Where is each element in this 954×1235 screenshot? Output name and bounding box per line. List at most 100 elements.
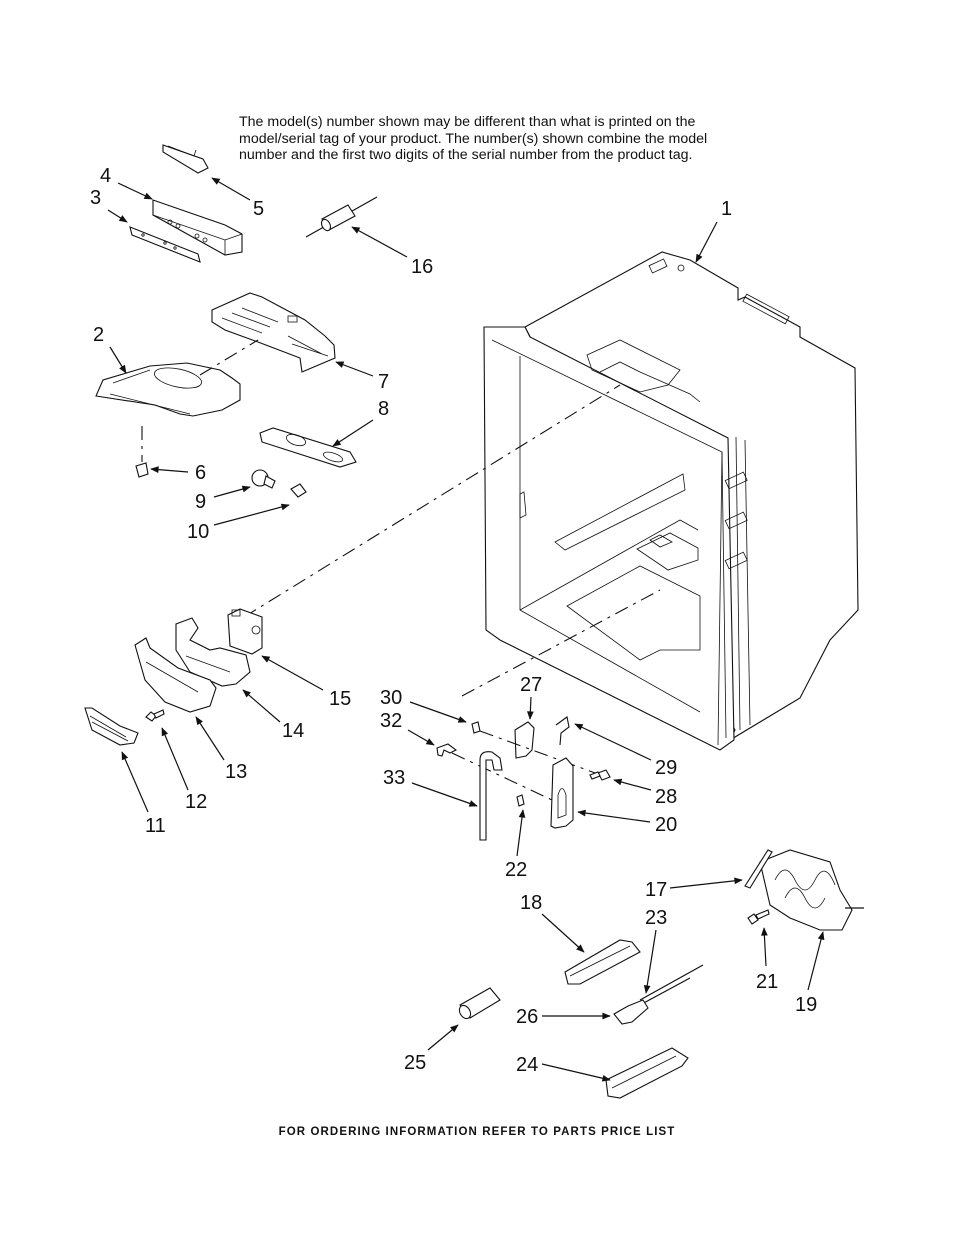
callout-29: 29 — [655, 757, 677, 779]
leader-21 — [761, 927, 768, 967]
leader-1 — [695, 221, 718, 263]
leader-4 — [117, 182, 153, 200]
part-8-light-lens — [259, 427, 357, 468]
leader-24 — [541, 1063, 611, 1082]
callout-18: 18 — [520, 892, 542, 914]
part-7-light-shield — [211, 292, 336, 373]
callout-30: 30 — [380, 687, 402, 709]
part-22-clip — [516, 794, 525, 807]
leader-9 — [213, 485, 251, 498]
part-1-liner — [483, 251, 859, 751]
model-number-note: The model(s) number shown may be differe… — [239, 114, 739, 164]
callout-10: 10 — [187, 521, 209, 543]
leader-27 — [526, 696, 534, 720]
callout-22: 22 — [505, 859, 527, 881]
leader-8 — [332, 419, 374, 447]
part-25-cap — [458, 987, 501, 1020]
part-32-clip — [436, 743, 458, 757]
part-3-control-overlay — [129, 226, 201, 263]
callout-27: 27 — [520, 674, 542, 696]
leader-15 — [261, 655, 324, 691]
leader-18 — [541, 913, 585, 953]
dash-32-20 — [451, 752, 553, 801]
callout-6: 6 — [195, 462, 206, 484]
callout-26: 26 — [516, 1006, 538, 1028]
leader-29 — [574, 723, 652, 761]
leader-17 — [669, 877, 743, 889]
callout-4: 4 — [100, 165, 111, 187]
part-15-water-valve — [227, 608, 263, 655]
part-27-bracket — [514, 721, 535, 759]
ordering-info-footer: FOR ORDERING INFORMATION REFER TO PARTS … — [278, 1126, 676, 1138]
part-29-hook — [555, 716, 570, 746]
callout-33: 33 — [383, 767, 405, 789]
callout-25: 25 — [404, 1052, 426, 1074]
callout-28: 28 — [655, 786, 677, 808]
callout-23: 23 — [645, 907, 667, 929]
part-21-screw — [747, 909, 770, 925]
callout-13: 13 — [225, 761, 247, 783]
note-line-3: number and the first two digits of the s… — [239, 147, 693, 163]
part-28-screw — [589, 769, 611, 781]
leader-12 — [161, 727, 189, 791]
callout-11: 11 — [145, 815, 166, 837]
leader-2 — [109, 346, 127, 374]
callout-14: 14 — [282, 720, 304, 742]
callout-2: 2 — [93, 324, 104, 346]
part-30-clip — [471, 721, 481, 734]
part-18-heater-bracket — [564, 939, 641, 985]
leader-25 — [427, 1024, 459, 1051]
part-23-wire-harness — [639, 964, 704, 1006]
callout-15: 15 — [329, 688, 351, 710]
leader-32 — [407, 729, 435, 746]
leader-3 — [107, 209, 128, 223]
leader-23 — [643, 929, 657, 994]
callout-16: 16 — [411, 256, 433, 278]
callout-12: 12 — [185, 791, 207, 813]
part-11-drip-tray — [84, 707, 139, 746]
callout-8: 8 — [378, 398, 389, 420]
part-26-thermistor — [613, 999, 649, 1025]
callout-3: 3 — [90, 187, 101, 209]
callout-20: 20 — [655, 814, 677, 836]
part-12-screw — [145, 709, 165, 722]
dash-15-1 — [243, 384, 621, 618]
leader-33 — [411, 782, 478, 807]
leader-5 — [211, 177, 251, 201]
part-24-channel — [605, 1047, 689, 1099]
dash-30-28 — [479, 730, 599, 775]
part-5-bracket — [162, 144, 209, 174]
leader-28 — [613, 778, 652, 791]
part-2-light-housing — [95, 362, 241, 417]
part-10-light-socket — [290, 483, 307, 498]
callout-9: 9 — [195, 491, 206, 513]
leader-22 — [516, 809, 526, 857]
part-16-thermal-fuse — [305, 196, 378, 238]
part-20-dispenser-arm — [550, 757, 574, 829]
part-17-thermostat — [744, 849, 773, 889]
callout-5: 5 — [253, 198, 264, 220]
dash-2-7 — [199, 339, 259, 376]
callout-32: 32 — [380, 710, 402, 732]
part-4-control-housing — [152, 199, 243, 256]
leader-10 — [213, 503, 290, 526]
leader-20 — [577, 809, 651, 823]
leader-11 — [121, 751, 149, 813]
part-9-light-bulb — [251, 469, 276, 489]
callout-7: 7 — [378, 371, 389, 393]
part-33-tube — [479, 751, 503, 841]
leader-7 — [335, 361, 374, 377]
callout-24: 24 — [516, 1054, 538, 1076]
leader-14 — [242, 689, 281, 723]
part-19-heater-assembly — [759, 849, 864, 931]
leader-30 — [409, 701, 467, 723]
leader-13 — [195, 716, 225, 761]
note-line-2: model/serial tag of your product. The nu… — [239, 130, 708, 147]
part-6-clip — [135, 462, 149, 478]
leader-16 — [351, 226, 408, 258]
dash-27-1 — [461, 589, 661, 697]
callout-19: 19 — [795, 994, 817, 1016]
leader-6 — [150, 466, 189, 473]
leader-19 — [807, 931, 825, 991]
